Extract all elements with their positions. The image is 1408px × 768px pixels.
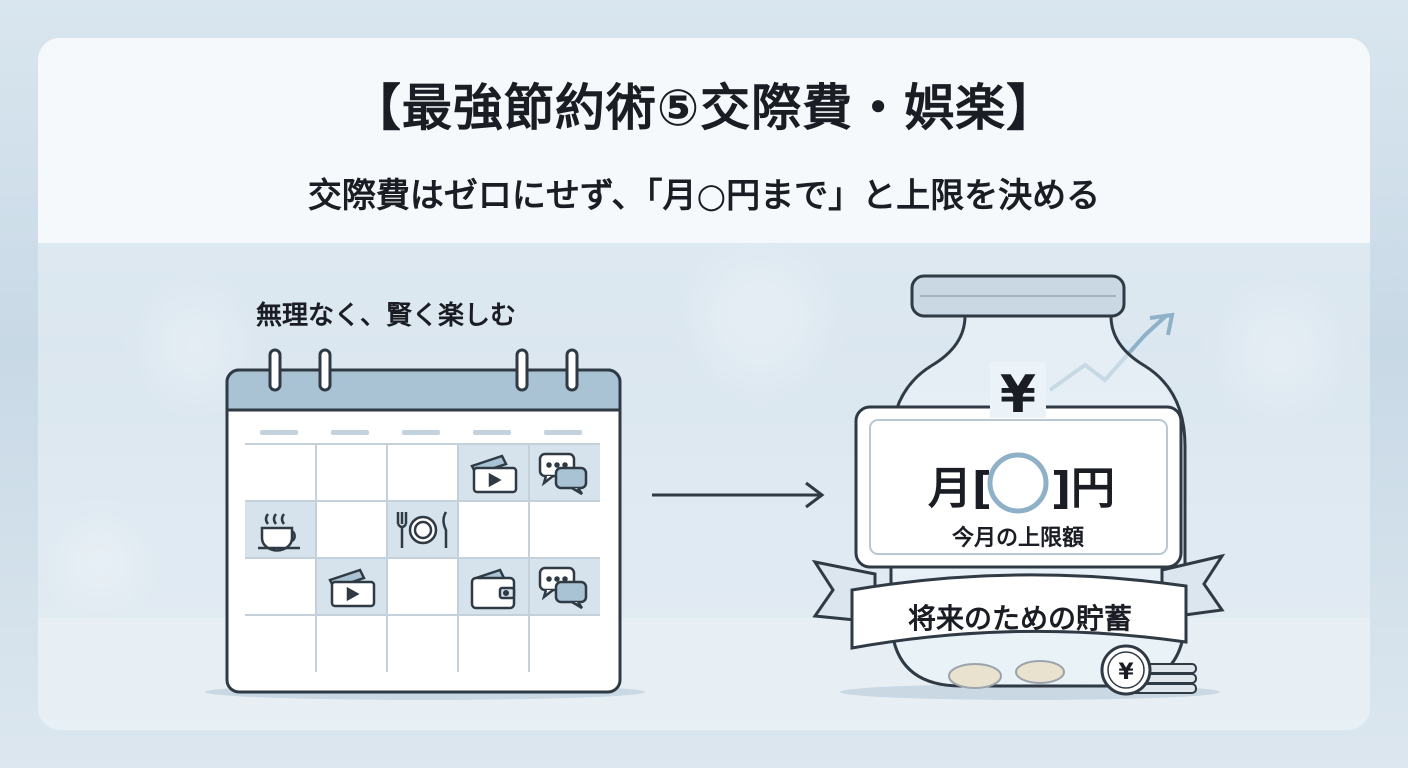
ticket-icon [328, 568, 376, 608]
limit-label: 今月の上限額 [952, 525, 1084, 551]
header-band [38, 38, 1370, 243]
calendar-ring [268, 348, 282, 392]
ribbon-text: 将来のための貯蓄 [908, 602, 1132, 635]
calendar-ring [318, 348, 332, 392]
coin-yen-symbol: ¥ [1118, 660, 1134, 685]
wallet-icon [470, 568, 516, 610]
page-title: 【最強節約術⑤交際費・娯楽】 [350, 79, 1058, 137]
flow-arrow [652, 481, 825, 509]
coffee-cup-icon [258, 513, 300, 552]
calendar-ring [565, 348, 579, 392]
chat-icon [538, 566, 588, 610]
page-subtitle: 交際費はゼロにせず、「月○円まで」と上限を決める [307, 176, 1101, 216]
ticket-icon [470, 454, 518, 494]
chat-icon [538, 452, 588, 496]
dining-plate-icon [396, 511, 448, 548]
amount-placeholder-circle [987, 452, 1049, 514]
coin-stack-icon: ¥ [1100, 644, 1197, 696]
yen-symbol: ¥ [1000, 365, 1036, 425]
calendar [205, 348, 645, 700]
savings-jar: ¥ 月[ ]円 今月の上限額 将来のための貯蓄 ¥ [811, 274, 1226, 700]
calendar-ring [515, 348, 529, 392]
calendar-caption: 無理なく、賢く楽しむ [256, 301, 517, 331]
limit-suffix: ]円 [1051, 463, 1115, 514]
limit-prefix: 月[ [928, 463, 992, 514]
